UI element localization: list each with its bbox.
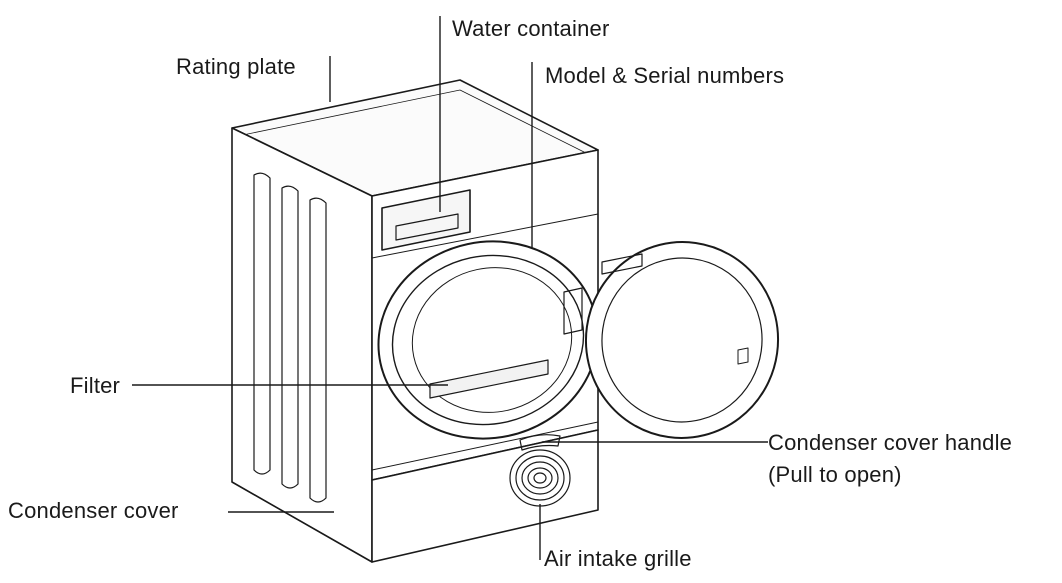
label-rating-plate: Rating plate bbox=[176, 54, 296, 79]
condenser-handle bbox=[519, 434, 561, 451]
label-model-serial: Model & Serial numbers bbox=[545, 63, 785, 88]
side-panel bbox=[231, 127, 373, 563]
condenser-cover-panel bbox=[371, 429, 599, 563]
open-door bbox=[584, 241, 780, 439]
label-air-intake-grille: Air intake grille bbox=[544, 546, 692, 571]
filter-slot bbox=[429, 359, 549, 399]
label-filter: Filter bbox=[70, 373, 121, 398]
label-condenser-cover-handle: Condenser cover handle bbox=[768, 430, 1013, 455]
label-pull-to-open: (Pull to open) bbox=[768, 462, 902, 487]
label-condenser-cover: Condenser cover bbox=[8, 498, 179, 523]
label-water-container: Water container bbox=[452, 16, 610, 41]
